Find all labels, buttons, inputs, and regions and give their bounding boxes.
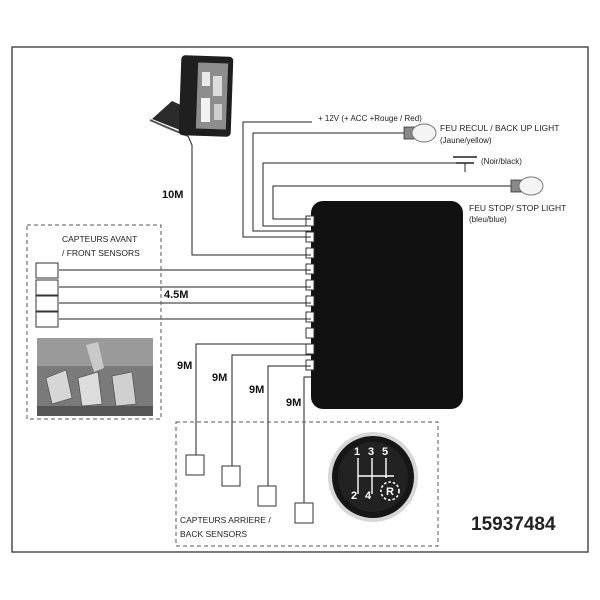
- reverse-light-bulb: [403, 123, 437, 143]
- rear-sensor-group: [185, 454, 314, 524]
- front-sensor: [35, 311, 59, 328]
- pedals-photo: [37, 338, 153, 416]
- front-sensor: [35, 262, 59, 279]
- stop-light-bulb: [510, 176, 544, 196]
- rear-cable-length-2: 9M: [212, 372, 227, 384]
- stop-light-label: FEU STOP/ STOP LIGHT: [469, 203, 566, 213]
- rear-sensors-label-line2: BACK SENSORS: [180, 529, 247, 539]
- rear-sensors-box: [175, 421, 439, 547]
- rear-cable-length-4: 9M: [286, 397, 301, 409]
- rear-cable-length-3: 9M: [249, 384, 264, 396]
- front-sensors-label-line2: / FRONT SENSORS: [62, 248, 140, 258]
- display-monitor: [149, 55, 234, 137]
- ground-label: (Noir/black): [481, 157, 522, 166]
- reverse-light-wire-label: (Jaune/yellow): [440, 136, 492, 145]
- diagram-frame: [11, 46, 589, 553]
- display-screen: [195, 62, 229, 130]
- rear-sensor: [185, 454, 205, 476]
- rear-sensors-label-line1: CAPTEURS ARRIERE /: [180, 515, 271, 525]
- reverse-light-label: FEU RECUL / BACK UP LIGHT: [440, 123, 560, 133]
- gear-reverse-label: R: [386, 486, 394, 498]
- front-sensor-group: [35, 262, 59, 328]
- gear-5-label: 5: [382, 446, 388, 458]
- ground-symbol: [453, 156, 477, 164]
- wires: [59, 121, 511, 503]
- front-sensor: [35, 295, 59, 312]
- power-label: + 12V (+ ACC +Rouge / Red): [318, 114, 422, 123]
- gear-knob: 1 3 5 2 4 R: [328, 432, 418, 522]
- gear-3-label: 3: [368, 446, 374, 458]
- front-sensors-label-line1: CAPTEURS AVANT: [62, 234, 137, 244]
- front-sensors-box: [26, 224, 162, 420]
- front-sensor: [35, 279, 59, 296]
- rear-sensor: [294, 502, 314, 524]
- gear-2-label: 2: [351, 490, 357, 502]
- gear-4-label: 4: [365, 490, 372, 502]
- gear-1-label: 1: [354, 446, 360, 458]
- front-cable-length: 4.5M: [164, 289, 188, 301]
- stop-light-wire-label: (bleu/blue): [469, 215, 507, 224]
- rear-sensor: [221, 465, 241, 487]
- rear-sensor: [257, 485, 277, 507]
- control-unit: [311, 201, 463, 409]
- product-code: 15937484: [471, 514, 556, 535]
- display-cable-length: 10M: [162, 189, 183, 201]
- rear-cable-length-1: 9M: [177, 360, 192, 372]
